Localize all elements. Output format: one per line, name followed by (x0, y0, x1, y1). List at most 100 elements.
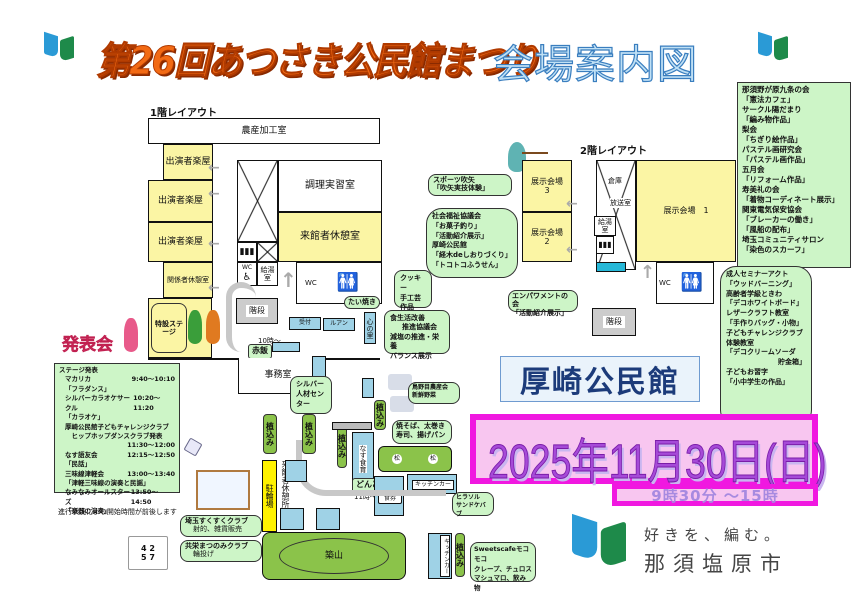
void-area (237, 160, 278, 242)
bubble-sports-fukiya: スポーツ吹矢 「吹矢実技体験」 (428, 174, 512, 196)
bubble-shokuseikatsu: 食生活改善 推進協議会 減塩の推進・栄養 バランス展示 (384, 310, 450, 360)
booth-kokoro-sub (362, 378, 374, 398)
schedule-row: ヒップホップダンスクラブ発表 (65, 431, 163, 440)
booth-rest3 (316, 508, 340, 530)
booth-10am (272, 342, 300, 352)
arrow-icon: ← (208, 160, 220, 176)
bubble-shakyo: 社会福祉協議会 「お菓子釣り」 「活動紹介展示」 厚崎公民館 「経木deしおりづ… (426, 208, 518, 278)
room-visitor-rest: 来館者休憩室 (278, 212, 382, 262)
truck-icon (390, 396, 414, 412)
arrow-up-icon: ↑ (640, 262, 656, 283)
venue-banner: 厚崎公民館 (500, 356, 700, 402)
restroom-icon: 🚻 (680, 271, 704, 293)
festival-title: 第26回あつさき公民館まつり (96, 39, 541, 84)
booth-sekihan: 赤飯 (248, 344, 272, 359)
fukiya-player-illustration (508, 142, 526, 172)
room-kyuto1: 給湯室 (257, 262, 278, 286)
kitchen-car-2: キッチンカー (440, 535, 450, 577)
booth-nasu: なす食育 (352, 432, 374, 486)
schedule-row: 「フラダンス」 (65, 384, 111, 393)
booth-ruan: ルアン (323, 318, 355, 331)
room-hall2: 展示会場 2 (522, 212, 572, 262)
pine-icon: 松 (391, 453, 402, 465)
event-date-box: 2025年11月30日(日) (470, 414, 827, 490)
arrow-icon: ← (566, 242, 578, 258)
bubble-silver: シルバー 人材セン ター (290, 376, 332, 414)
room-hall3: 展示会場 3 (522, 160, 572, 212)
schedule-row: 「カラオケ」 (65, 413, 104, 422)
wheelchair-icon: ♿ (242, 271, 252, 283)
room-staff-rest: 関係者休憩室 (163, 262, 213, 298)
plant-bed: 植込み (455, 533, 465, 577)
event-time: 9時30分 ～15時 (612, 484, 818, 506)
room-green1: 出演者楽屋 (163, 144, 213, 180)
fukiya-pipe (522, 152, 548, 154)
room-green2: 出演者楽屋 (148, 180, 213, 222)
schedule-row: 「津軽三味線の演奏と民謡」 (65, 479, 150, 488)
room-storage: 倉庫 (608, 176, 622, 186)
restroom-icon: 🚻 (336, 271, 360, 293)
visitor-rest-area: 来館者休憩所 (281, 460, 290, 508)
booth-rest1 (285, 460, 307, 482)
arrow-up-icon: ↑ (280, 268, 297, 292)
booth-rest2 (280, 508, 304, 530)
plant-bed: 植込み (263, 414, 277, 454)
tsukiyama-area: 築山 (262, 532, 406, 580)
bubble-sweets: Sweetscafeモコモコ クレープ、チュロス マシュマロ、飲み物 (470, 542, 536, 592)
special-stage: 特設ステージ (148, 298, 212, 358)
elevator-icon: ▮▮▮ (237, 242, 257, 262)
shooting-gallery-illustration (196, 470, 250, 510)
walkway-path (226, 282, 256, 352)
bubble-empowerment: エンパワメントの会 「活動紹介展示」 (508, 290, 578, 317)
arrow-icon: ← (566, 196, 578, 212)
schedule-note: 進行状況により開始時間が前後します (58, 508, 177, 516)
floor2-label: 2階レイアウト (580, 146, 647, 157)
plant-bed: 植込み (374, 400, 386, 430)
schedule-row: 11:30～12:00 (127, 441, 175, 450)
stage-show-title: 発表会 (62, 335, 114, 356)
room-stairs1: 階段 (236, 298, 278, 324)
room-broadcast: 放送室 (610, 198, 631, 208)
bubble-saitama-club: 埼玉すくすくクラブ 射的、雑貨販売 (180, 515, 262, 537)
bubble-hirasoru: ヒラソル サンドケバブ (452, 492, 494, 518)
truck-icon (388, 374, 412, 390)
map-subtitle: 会場案内図 (492, 41, 698, 88)
room-kyuto2: 給湯室 (594, 216, 616, 236)
bubble-cookie: クッキー 手工芸 作品 (394, 270, 432, 311)
bubble-hall1-exhibitors: 那須野が原九条の会 「憲法カフェ」 サークル陽だまり 「編み物作品」 梨会 「ち… (737, 82, 851, 268)
schedule-row: 「楽器の演奏」 (65, 507, 111, 516)
bubble-taiyaki: たい焼き (344, 296, 380, 310)
bubble-yakisoba: 焼そば、太巻き 寿司、揚げパン (392, 420, 452, 444)
booth-kokoro: 心の里 (364, 312, 376, 344)
time-11: 11時～ (354, 493, 377, 501)
bubble-torino: 鳥野目農産会 新鮮野菜 (408, 382, 460, 404)
time-10: 10時～ (258, 337, 281, 345)
parking-bike: 駐輪場 (262, 460, 277, 532)
room-stairs2: 階段 (592, 308, 636, 336)
arrow-icon: ← (208, 236, 220, 252)
room-cooking: 調理実習室 (278, 160, 382, 212)
singer-illustration (206, 310, 220, 344)
walkway-path (296, 440, 446, 496)
singer-illustration (188, 310, 202, 344)
arrow-icon: ← (208, 186, 220, 202)
schedule-row: 厚崎公民館子どもチャレンジクラブ (65, 422, 169, 431)
bench (332, 422, 372, 430)
room-hall1: 展示会場 1 (636, 160, 736, 262)
elevator-icon-2f: ▮▮▮ (596, 236, 614, 254)
booth-empowerment (596, 262, 626, 272)
bubble-kyoei-club: 共栄まつのみクラブ 輪投げ (180, 540, 262, 562)
shamisen-illustration (183, 437, 203, 457)
event-date: 2025年11月30日(日) (488, 436, 827, 490)
room-nosan: 農産加工室 (148, 118, 380, 144)
city-name: 那須塩原市 (644, 552, 789, 576)
schedule-row: 「民話」 (65, 460, 91, 469)
bubble-hall1-bottom: 成人セミナーアクト 「ウッドバーニング」 高齢者学級ときわ 「デコホワイトボード… (720, 266, 812, 426)
city-slogan: 好きを、編む。 (644, 526, 785, 544)
